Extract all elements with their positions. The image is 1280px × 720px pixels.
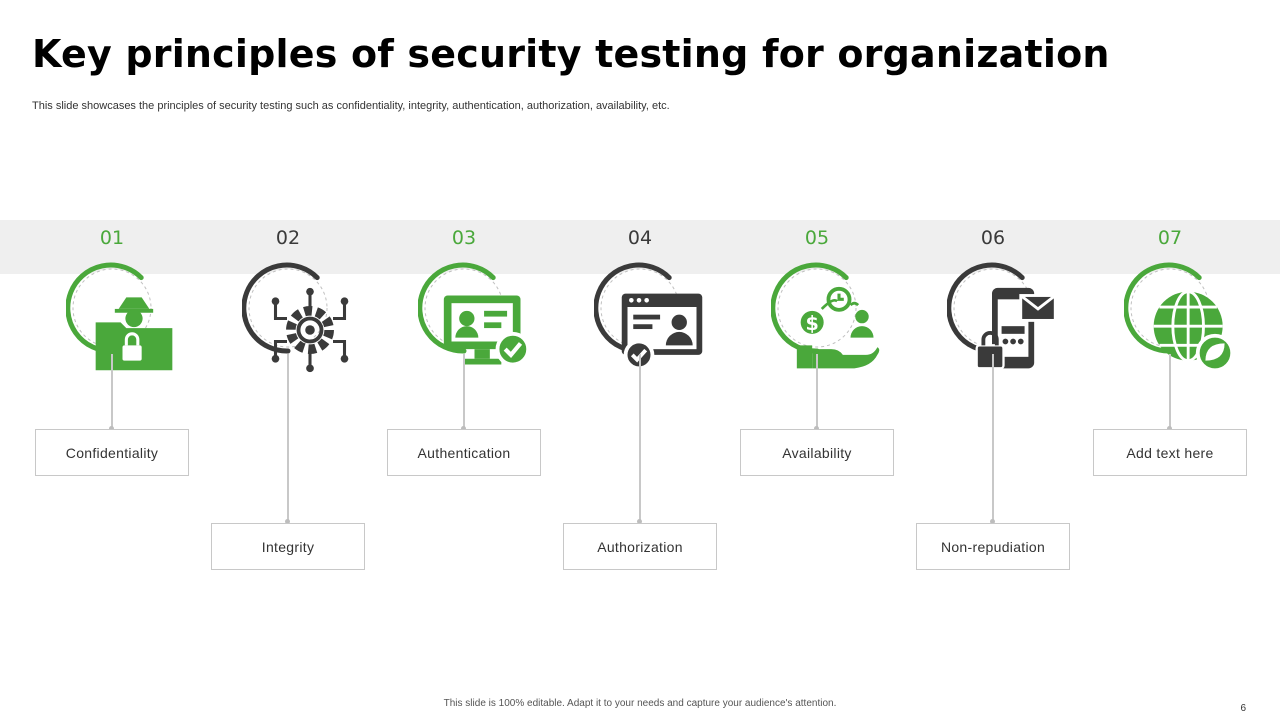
step-number: 04 bbox=[627, 227, 653, 249]
browser-user-check-icon bbox=[616, 284, 703, 371]
step-confidentiality: 01 Confidentiality bbox=[12, 0, 212, 720]
step-label-box: Availability bbox=[740, 429, 894, 476]
connector-line bbox=[1169, 354, 1171, 427]
step-label-box: Authorization bbox=[563, 523, 717, 570]
step-ring: $ bbox=[771, 262, 880, 369]
globe-leaf-icon bbox=[1146, 284, 1235, 373]
gear-network-icon bbox=[264, 284, 349, 373]
step-number: 07 bbox=[1157, 227, 1183, 249]
connector-dot bbox=[1167, 426, 1172, 431]
step-ring bbox=[594, 262, 703, 371]
connector-dot bbox=[990, 519, 995, 524]
step-ring bbox=[1124, 262, 1235, 373]
step-number: 03 bbox=[451, 227, 477, 249]
slide-title: Key principles of security testing for o… bbox=[32, 32, 1110, 76]
step-ring bbox=[242, 262, 349, 373]
step-label: Authorization bbox=[597, 538, 683, 555]
step-add-text: 07 Add text here bbox=[1070, 0, 1270, 720]
step-label-box: Confidentiality bbox=[35, 429, 189, 476]
connector-line bbox=[287, 354, 289, 520]
step-label: Availability bbox=[782, 444, 852, 461]
step-integrity: 02 I bbox=[188, 0, 388, 720]
connector-line bbox=[463, 354, 465, 427]
connector-dot bbox=[814, 426, 819, 431]
slide-footer: This slide is 100% editable. Adapt it to… bbox=[443, 698, 837, 709]
step-label-box: Add text here bbox=[1093, 429, 1247, 476]
step-number: 01 bbox=[99, 227, 125, 249]
step-number: 02 bbox=[275, 227, 301, 249]
step-ring bbox=[66, 262, 173, 371]
svg-text:$: $ bbox=[805, 312, 818, 335]
phone-mail-lock-icon bbox=[969, 284, 1057, 370]
id-monitor-check-icon bbox=[440, 284, 531, 367]
step-label: Non-repudiation bbox=[940, 538, 1046, 555]
step-number: 06 bbox=[980, 227, 1006, 249]
step-label: Add text here bbox=[1126, 444, 1214, 461]
step-label: Confidentiality bbox=[65, 444, 159, 461]
page-number: 6 bbox=[1240, 703, 1246, 714]
connector-dot bbox=[109, 426, 114, 431]
step-label: Integrity bbox=[261, 538, 315, 555]
step-ring bbox=[947, 262, 1057, 370]
step-availability: 05 $ Availability bbox=[717, 0, 917, 720]
step-label-box: Integrity bbox=[211, 523, 365, 570]
spy-folder-lock-icon bbox=[88, 284, 173, 371]
slide-subtitle: This slide showcases the principles of s… bbox=[32, 100, 670, 112]
step-label-box: Authentication bbox=[387, 429, 541, 476]
connector-dot bbox=[461, 426, 466, 431]
connector-line bbox=[639, 354, 641, 520]
step-label-box: Non-repudiation bbox=[916, 523, 1070, 570]
step-authorization: 04 Authorization bbox=[540, 0, 740, 720]
step-number: 05 bbox=[804, 227, 830, 249]
connector-line bbox=[992, 354, 994, 520]
connector-line bbox=[816, 354, 818, 427]
step-label: Authentication bbox=[417, 444, 511, 461]
connector-dot bbox=[637, 519, 642, 524]
step-ring bbox=[418, 262, 531, 367]
hand-money-time-icon: $ bbox=[793, 284, 880, 369]
connector-dot bbox=[285, 519, 290, 524]
connector-line bbox=[111, 354, 113, 427]
step-non-repudiation: 06 Non-repudiation bbox=[893, 0, 1093, 720]
step-authentication: 03 Authentication bbox=[364, 0, 564, 720]
